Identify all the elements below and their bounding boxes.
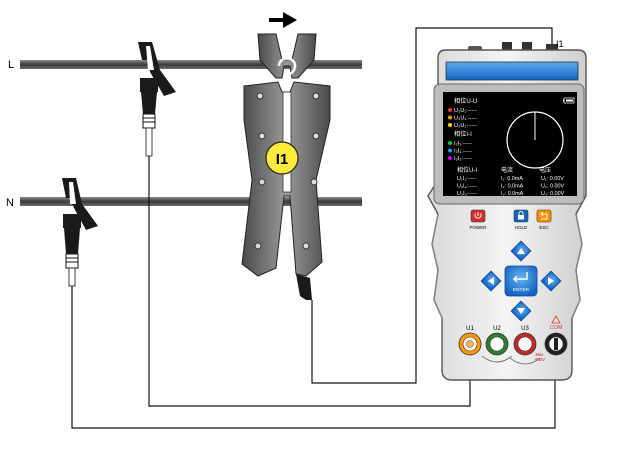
com-terminal-label: COM xyxy=(550,325,563,331)
section-uu-title: 相位U-U xyxy=(454,97,477,105)
current-direction-arrow-icon xyxy=(269,12,297,28)
enter-button[interactable]: ENTER xyxy=(504,265,538,297)
line-n-label: N xyxy=(6,197,14,209)
lcd-content: 相位U-U U₂U₁:----- U₃U₁:-----U₃U₂:----- 相位I… xyxy=(448,97,575,197)
indicator-strip xyxy=(445,61,579,81)
col-phase-header: 相位U-I xyxy=(457,166,477,174)
ui-status-dot xyxy=(448,148,452,153)
arrow-down-icon xyxy=(517,308,525,314)
arrow-left-icon xyxy=(488,277,494,285)
max-voltage-note: Max 600V xyxy=(535,352,545,362)
battery-icon xyxy=(563,97,575,104)
ui-row: I₃I₁:----- xyxy=(454,149,472,155)
ui-status-dot xyxy=(448,141,452,145)
power-button-label: POWER xyxy=(469,225,487,230)
clamp-label: I1 xyxy=(276,151,289,168)
back-arrow-icon xyxy=(540,211,548,220)
power-icon xyxy=(474,212,482,219)
current-clamp: I1 xyxy=(241,12,331,300)
clamp-label-badge xyxy=(265,141,299,175)
reading-voltage-cell: U₂: 0.00V xyxy=(541,184,564,190)
reading-current-cell: I₂: 0.0mA xyxy=(501,184,524,190)
reading-voltage-cell: U₃: 0.00V xyxy=(541,191,565,197)
dpad-right-button[interactable] xyxy=(540,270,562,292)
ui-row-list: I₂I₁:----- I₃I₁:-----I₃I₂:----- xyxy=(448,141,473,162)
lcd-screen xyxy=(443,92,577,196)
col-voltage-header: 电压 xyxy=(539,166,551,174)
lead-clamp-to-i1 xyxy=(311,27,553,384)
hold-button-label: HOLD xyxy=(515,225,528,230)
crocodile-clip-n xyxy=(62,178,98,287)
u3-terminal-jack[interactable] xyxy=(513,332,537,356)
lead-l-to-u1 xyxy=(148,128,471,407)
u1-terminal-jack[interactable] xyxy=(458,332,482,356)
uu-row: U₂U₁:----- xyxy=(454,108,477,114)
u2-terminal-jack[interactable] xyxy=(485,332,509,356)
uu-row-list: U₂U₁:----- U₃U₁:-----U₃U₂:----- xyxy=(448,108,478,129)
line-n-conductor xyxy=(20,197,362,206)
ui-status-dot xyxy=(448,156,452,160)
phase-meter-instrument: I1 相位U-U U₂U₁:----- U₃U₁:-----U₃U₂:----- … xyxy=(427,39,587,381)
dpad-up-button[interactable] xyxy=(510,240,532,262)
hold-button[interactable]: HOLD xyxy=(513,209,529,230)
arrow-up-icon xyxy=(517,248,525,254)
esc-button[interactable]: ESC xyxy=(536,209,552,230)
power-button[interactable]: POWER xyxy=(469,209,487,230)
esc-button-label: ESC xyxy=(539,225,549,230)
arrow-right-icon xyxy=(548,277,554,285)
warning-triangle-icon xyxy=(551,315,561,324)
line-l-label: L xyxy=(8,59,14,71)
lead-n-to-com xyxy=(71,285,556,429)
com-terminal-jack[interactable] xyxy=(544,332,568,356)
uu-status-dot xyxy=(448,123,452,127)
enter-button-label: ENTER xyxy=(513,287,530,293)
reading-phase-cell: U₂I₂:----- xyxy=(457,184,477,190)
reading-current-cell: I₁: 0.0mA xyxy=(501,176,523,182)
uu-status-dot xyxy=(448,108,452,112)
section-ui-title: 相位I-I xyxy=(454,130,472,138)
uu-status-dot xyxy=(448,115,452,120)
lock-icon xyxy=(518,211,524,220)
dpad-left-button[interactable] xyxy=(480,270,502,292)
reading-phase-cell: U₃I₃:----- xyxy=(457,191,477,197)
u1-terminal-label: U1 xyxy=(466,326,474,332)
i1-connector-label: I1 xyxy=(556,39,564,49)
test-lead-wires xyxy=(71,27,556,429)
ui-row: I₂I₁:----- xyxy=(454,141,472,147)
line-l-conductor xyxy=(20,60,362,69)
u3-terminal-label: U3 xyxy=(521,326,529,332)
u2-terminal-label: U2 xyxy=(493,326,501,332)
i1-input-jack[interactable] xyxy=(546,44,558,54)
dpad-down-button[interactable] xyxy=(510,300,532,322)
terminal-bridge-arcs xyxy=(481,355,541,365)
ui-row: I₃I₂:----- xyxy=(454,156,473,162)
reading-table: U₁I₁:----- I₁: 0.0mA U₁: 0.00V U₂I₂:----- I₂… xyxy=(457,176,565,197)
enter-icon xyxy=(513,272,528,283)
uu-row: U₃U₂:----- xyxy=(454,123,478,129)
direction-pad: ENTER xyxy=(480,240,562,322)
crocodile-clip-l xyxy=(138,42,176,157)
uu-row: U₃U₁:----- xyxy=(454,116,477,122)
reading-current-cell: I₃: 0.0mA xyxy=(501,191,524,197)
col-current-header: 电流 xyxy=(501,166,513,174)
reading-phase-cell: U₁I₁:----- xyxy=(457,176,477,182)
reading-voltage-cell: U₁: 0.00V xyxy=(541,176,564,182)
